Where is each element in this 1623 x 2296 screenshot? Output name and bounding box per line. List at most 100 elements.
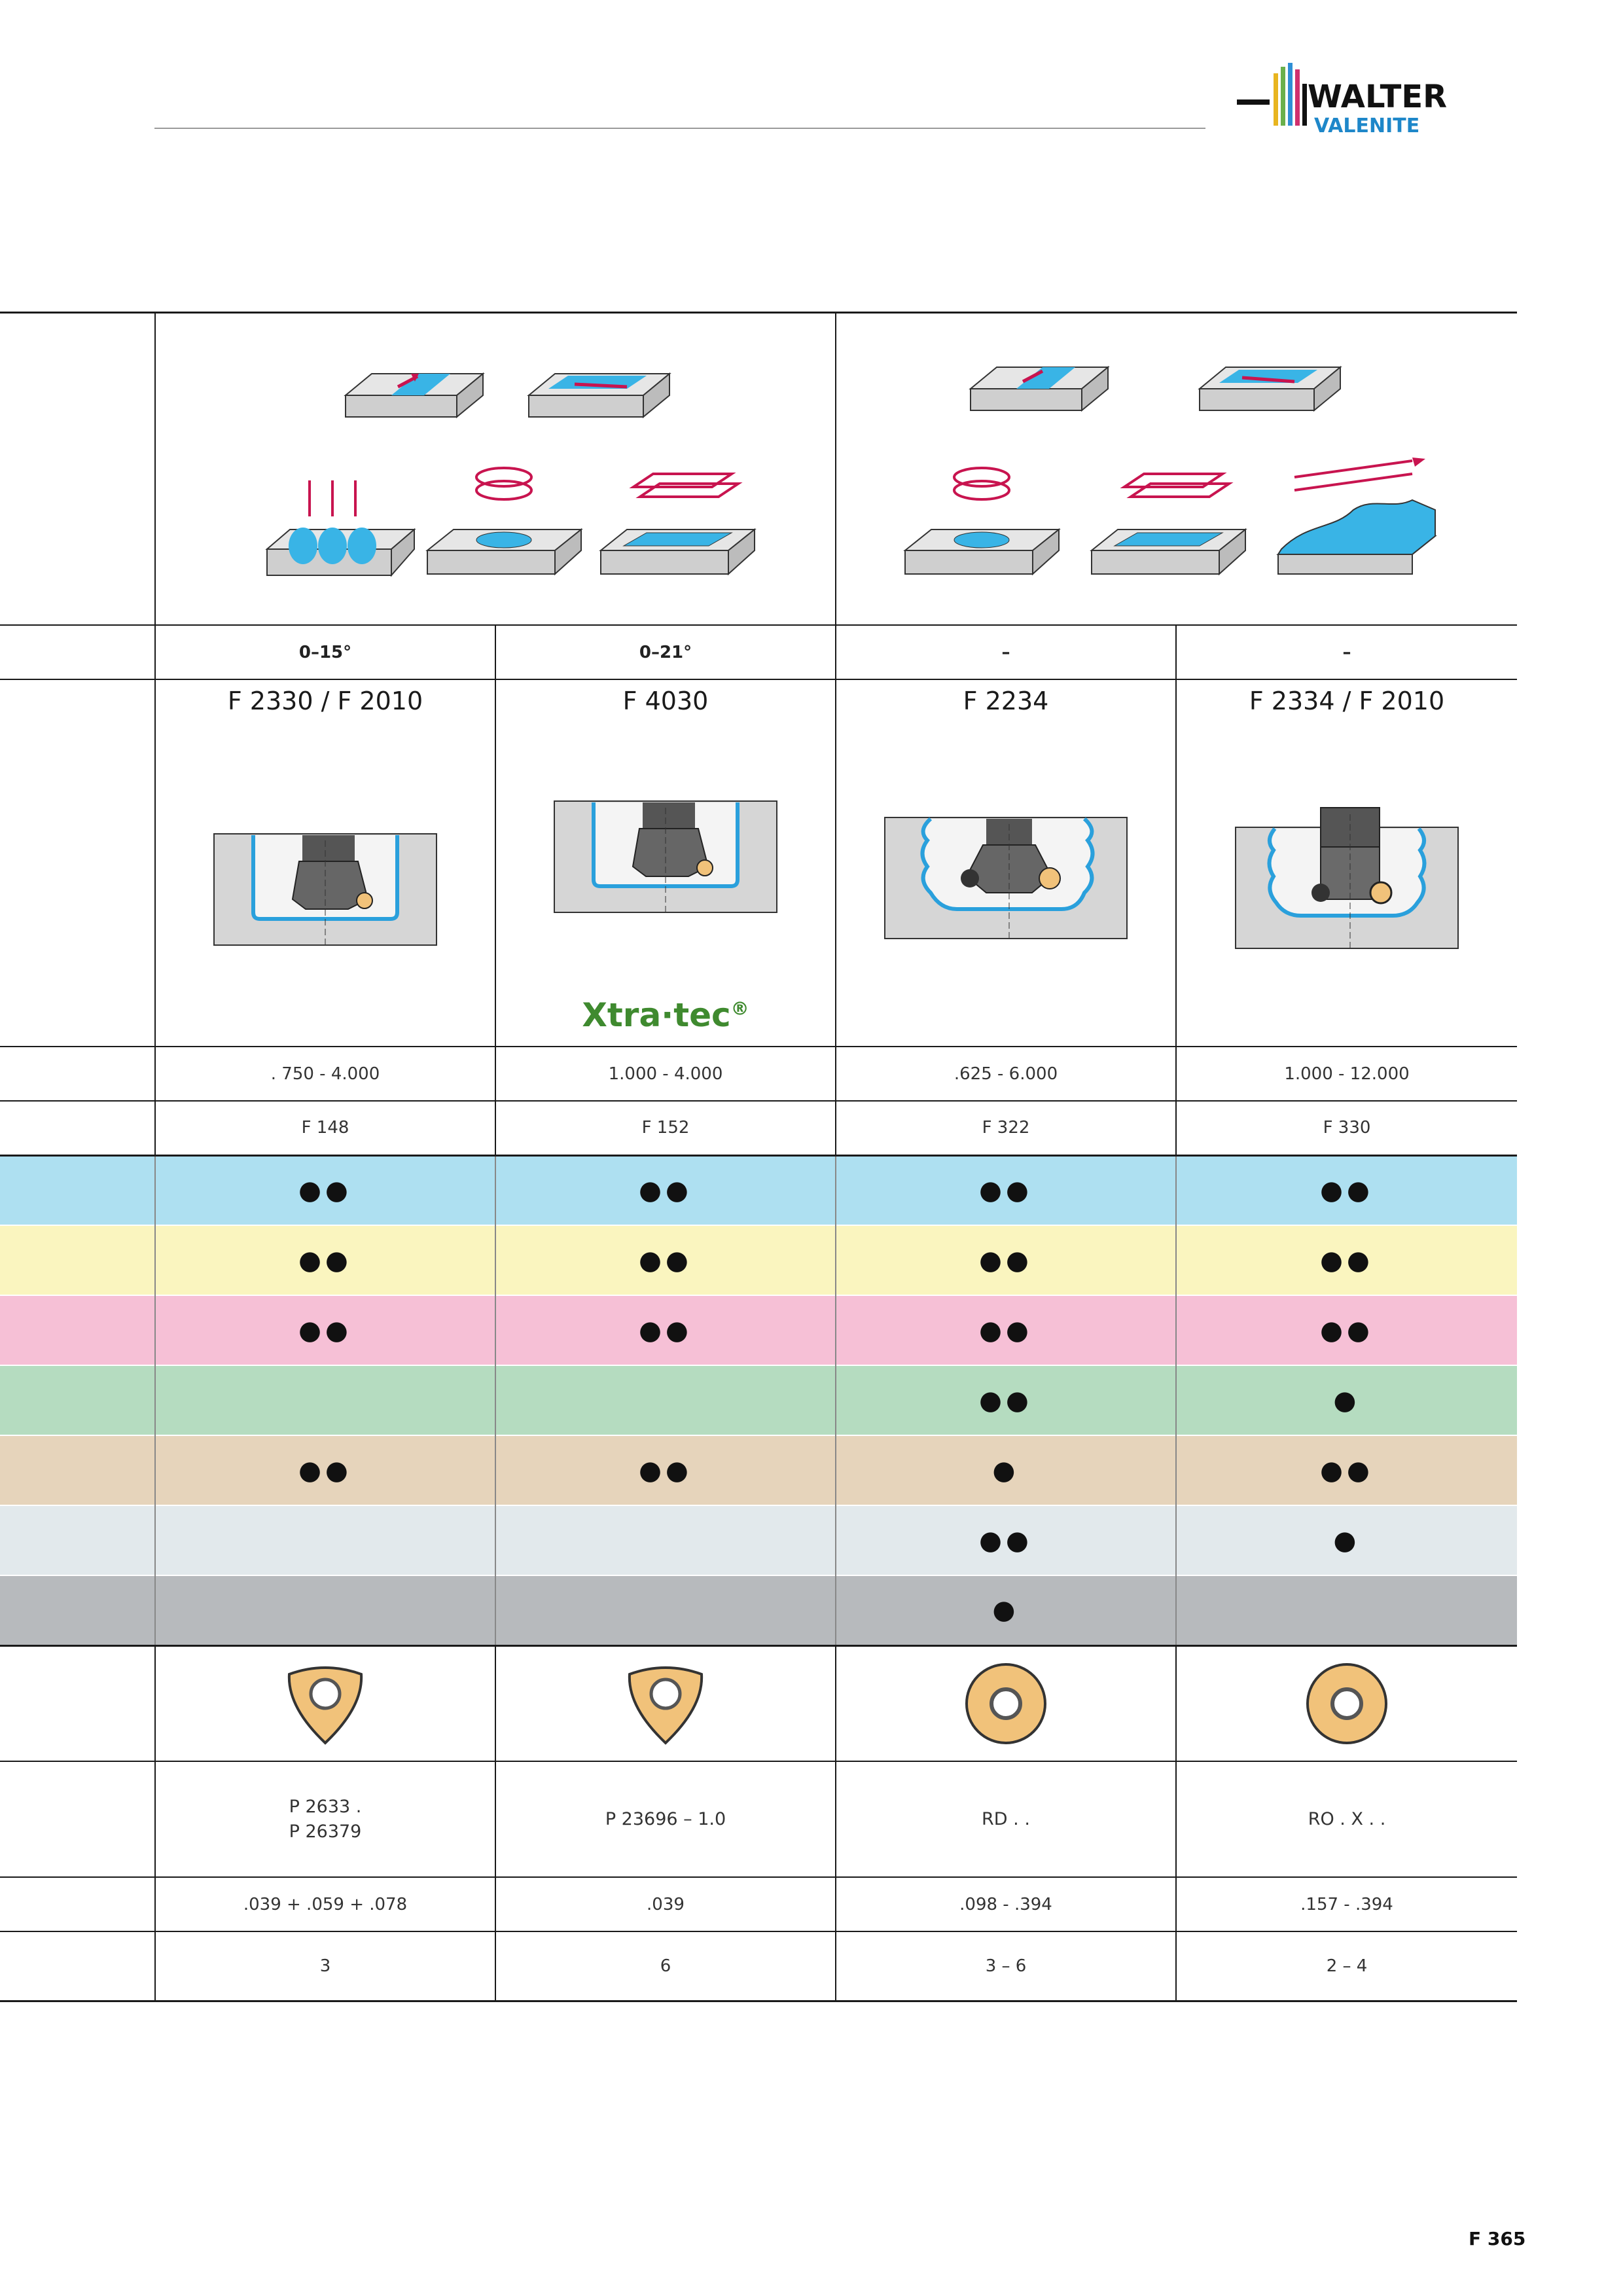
teeth-cell: 6 <box>495 1931 836 2001</box>
suitability-dots: ●● <box>154 1225 495 1295</box>
insert-code-cell: RO . X . . <box>1175 1761 1517 1877</box>
diameter-cell: 1.000 - 12.000 <box>1175 1047 1517 1101</box>
insert-code-cell: RD . . <box>835 1761 1176 1877</box>
milling-cutter-table: 0–15° 0–21° – – F 2330 / F 2010 F 4030 <box>0 312 1517 2002</box>
cutter-row: F 2330 / F 2010 F 4030 Xtra·tec® <box>0 679 1517 1047</box>
insert-code-line: P 26379 <box>289 1821 362 1842</box>
xtratec-text: Xtra·tec <box>582 996 731 1034</box>
row-label-cell <box>0 1645 155 1761</box>
insert-cell <box>495 1645 836 1761</box>
material-row-n: ●● ● <box>0 1365 1517 1435</box>
material-row-p: ●● ●● ●● ●● <box>0 1155 1517 1225</box>
suitability-dots: ●● <box>835 1505 1176 1575</box>
teeth-cell: 3 <box>154 1931 495 2001</box>
cutter-in-pocket-illustration <box>884 816 1128 939</box>
page-number: F 365 <box>1469 2228 1526 2250</box>
suitability-dots: ●● <box>835 1295 1176 1365</box>
insert-code-cell: P 23696 – 1.0 <box>495 1761 836 1877</box>
material-row-h: ●● ● <box>0 1505 1517 1575</box>
operations-cell-left <box>154 312 836 625</box>
suitability-dots <box>154 1505 495 1575</box>
suitability-dots: ● <box>835 1575 1176 1645</box>
row-label-cell <box>0 1101 155 1155</box>
cutter-title: F 2334 / F 2010 <box>1249 687 1445 715</box>
cutter-in-pocket-illustration <box>213 833 437 948</box>
cut-depth-cell: .039 + .059 + .078 <box>154 1877 495 1931</box>
row-label-cell <box>0 313 155 626</box>
cutter-title: F 2234 <box>963 687 1049 715</box>
cutter-in-pocket-illustration <box>554 800 777 916</box>
registered-mark: ® <box>730 997 749 1020</box>
teeth-cell: 3 – 6 <box>835 1931 1176 2001</box>
trigon-insert-icon <box>287 1666 363 1745</box>
round-insert-icon <box>1306 1662 1387 1744</box>
insert-code-line: RO . X . . <box>1308 1808 1386 1829</box>
cutter-title: F 4030 <box>622 687 709 715</box>
row-label-cell <box>0 1435 155 1505</box>
suitability-dots: ●● <box>1175 1225 1517 1295</box>
row-label-cell <box>0 1047 155 1101</box>
row-label-cell <box>0 1155 155 1225</box>
suitability-dots <box>495 1365 836 1435</box>
operations-row <box>0 312 1517 626</box>
diameter-cell: . 750 - 4.000 <box>154 1047 495 1101</box>
angle-cell: – <box>835 625 1176 679</box>
trigon-insert-icon <box>628 1666 704 1745</box>
angle-cell: 0–21° <box>495 625 836 679</box>
material-row-m: ●● ●● ●● ●● <box>0 1225 1517 1295</box>
cut-depth-cell: .098 - .394 <box>835 1877 1176 1931</box>
insert-cell <box>835 1645 1176 1761</box>
teeth-row: 3 6 3 – 6 2 – 4 <box>0 1931 1517 2001</box>
page-ref-link[interactable]: F 152 <box>495 1101 836 1155</box>
xtratec-logo: Xtra·tec® <box>496 996 835 1034</box>
suitability-dots: ●● <box>835 1365 1176 1435</box>
page-ref-link[interactable]: F 330 <box>1175 1101 1517 1155</box>
insert-image-row <box>0 1645 1517 1761</box>
angle-row: 0–15° 0–21° – – <box>0 625 1517 679</box>
suitability-dots <box>495 1575 836 1645</box>
cutter-cell: F 4030 Xtra·tec® <box>495 679 836 1047</box>
machining-operations-illustration <box>265 372 757 577</box>
suitability-dots: ●● <box>835 1155 1176 1225</box>
suitability-dots: ●● <box>1175 1295 1517 1365</box>
diameter-cell: .625 - 6.000 <box>835 1047 1176 1101</box>
material-row-s: ●● ●● ● ●● <box>0 1435 1517 1505</box>
suitability-dots: ●● <box>1175 1435 1517 1505</box>
insert-cell <box>1175 1645 1517 1761</box>
suitability-dots: ● <box>1175 1505 1517 1575</box>
row-label-cell <box>0 625 155 679</box>
teeth-cell: 2 – 4 <box>1175 1931 1517 2001</box>
insert-code-line: P 2633 . <box>289 1796 362 1817</box>
page-ref-link[interactable]: F 148 <box>154 1101 495 1155</box>
logo-line1: WALTER <box>1308 79 1447 115</box>
row-label-cell <box>0 1225 155 1295</box>
angle-cell: – <box>1175 625 1517 679</box>
suitability-dots: ●● <box>495 1155 836 1225</box>
material-row-o: ● <box>0 1575 1517 1645</box>
row-label-cell <box>0 1931 155 2001</box>
row-label-cell <box>0 1505 155 1575</box>
insert-code-line: P 23696 – 1.0 <box>605 1808 726 1829</box>
suitability-dots <box>154 1365 495 1435</box>
suitability-dots: ●● <box>495 1225 836 1295</box>
suitability-dots: ● <box>835 1435 1176 1505</box>
row-label-cell <box>0 1575 155 1645</box>
cutter-cell: F 2334 / F 2010 <box>1175 679 1517 1047</box>
material-row-k: ●● ●● ●● ●● <box>0 1295 1517 1365</box>
suitability-dots <box>154 1575 495 1645</box>
suitability-dots: ● <box>1175 1365 1517 1435</box>
cut-depth-row: .039 + .059 + .078 .039 .098 - .394 .157… <box>0 1877 1517 1931</box>
page-ref-link[interactable]: F 322 <box>835 1101 1176 1155</box>
cutter-in-pocket-illustration <box>1235 806 1459 949</box>
suitability-dots: ●● <box>154 1155 495 1225</box>
suitability-dots <box>495 1505 836 1575</box>
cut-depth-cell: .039 <box>495 1877 836 1931</box>
suitability-dots: ●● <box>154 1295 495 1365</box>
suitability-dots <box>1175 1575 1517 1645</box>
operations-cell-right <box>835 312 1517 625</box>
cut-depth-cell: .157 - .394 <box>1175 1877 1517 1931</box>
suitability-dots: ●● <box>835 1225 1176 1295</box>
header-rule <box>154 128 1205 129</box>
round-insert-icon <box>965 1662 1046 1744</box>
diameter-row: . 750 - 4.000 1.000 - 4.000 .625 - 6.000… <box>0 1047 1517 1101</box>
